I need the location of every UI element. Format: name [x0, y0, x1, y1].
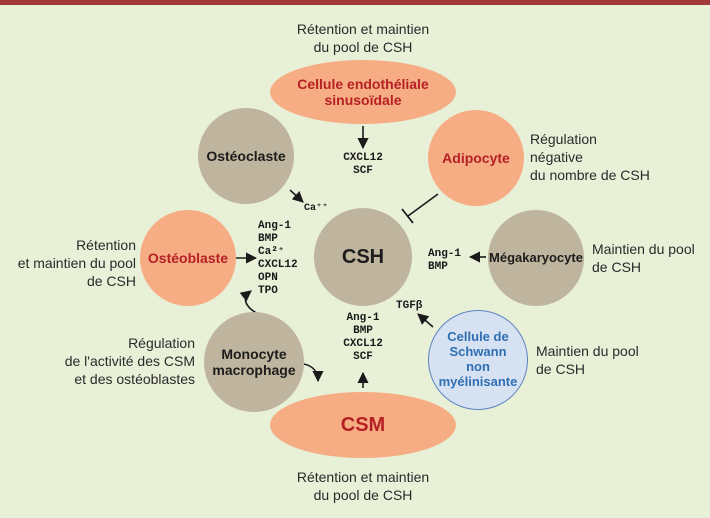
arrow-schwann — [417, 313, 434, 328]
node-csm: CSM — [270, 392, 456, 458]
label-monocyte: Régulation de l'activité des CSM et des … — [40, 334, 195, 388]
label-schwann-line2: de CSH — [536, 361, 586, 377]
arrow-monocyte-csm — [303, 363, 324, 383]
node-megakaryocyte-label: Mégakaryocyte — [489, 249, 583, 265]
node-csh: CSH — [314, 208, 412, 306]
label-osteoblast: Rétention et maintien du pool de CSH — [12, 236, 136, 290]
node-csm-label: CSM — [340, 413, 386, 436]
mol-ob-cxcl12: CXCL12 — [258, 259, 298, 271]
node-endothelial-label: Cellule endothéliale sinusoïdale — [297, 75, 429, 108]
node-megakaryocyte: Mégakaryocyte — [488, 210, 584, 306]
mol-osteoclast-ca: Ca⁺⁺ — [304, 203, 329, 214]
label-adipocyte: Régulation négative du nombre de CSH — [530, 130, 680, 184]
label-bottom-line2: du pool de CSH — [313, 487, 413, 503]
molecules-csm: Ang-1 BMP CXCL12 SCF — [338, 312, 388, 364]
label-bottom-line1: Rétention et maintien — [296, 469, 430, 485]
node-csh-label: CSH — [341, 245, 385, 268]
mol-ob-tpo: TPO — [258, 285, 278, 297]
node-adipocyte-label: Adipocyte — [442, 149, 510, 166]
molecules-megakaryocyte: Ang-1 BMP — [428, 248, 470, 274]
node-adipocyte: Adipocyte — [428, 110, 524, 206]
mol-csm-ang1: Ang-1 — [346, 312, 380, 324]
label-monocyte-line2: de l'activité des CSM — [64, 353, 195, 369]
mol-mk-ang1: Ang-1 — [428, 248, 462, 260]
label-bottom: Rétention et maintien du pool de CSH — [280, 468, 446, 504]
label-osteoblast-line3: de CSH — [86, 273, 136, 289]
label-schwann: Maintien du pool de CSH — [536, 342, 676, 378]
label-mega-line1: Maintien du pool — [592, 241, 695, 257]
top-bar — [0, 0, 710, 5]
node-osteoblast-label: Ostéoblaste — [147, 249, 229, 266]
node-endothelial: Cellule endothéliale sinusoïdale — [270, 60, 456, 124]
node-osteoclast-label: Ostéoclaste — [206, 147, 286, 164]
label-osteoblast-line2: et maintien du pool — [17, 255, 136, 271]
label-top-line1: Rétention et maintien — [296, 21, 430, 37]
label-mega-line2: de CSH — [592, 259, 642, 275]
node-osteoblast: Ostéoblaste — [140, 210, 236, 306]
mol-csm-bmp: BMP — [353, 325, 373, 337]
label-adipocyte-line3: du nombre de CSH — [530, 167, 650, 183]
label-megakaryocyte: Maintien du pool de CSH — [592, 240, 708, 276]
molecules-osteoblast: Ang-1 BMP Ca²⁺ CXCL12 OPN TPO — [258, 220, 308, 298]
label-monocyte-line3: et des ostéoblastes — [74, 371, 195, 387]
label-osteoblast-line1: Rétention — [76, 237, 136, 253]
mol-mk-bmp: BMP — [428, 261, 448, 273]
mol-csm-scf: SCF — [353, 351, 373, 363]
arrow-monocyte-osteoblast — [239, 290, 259, 315]
inhibit-bar — [401, 208, 414, 224]
label-schwann-line1: Maintien du pool — [536, 343, 639, 359]
mol-ob-ca: Ca²⁺ — [258, 246, 285, 258]
mol-ob-ang1: Ang-1 — [258, 220, 292, 232]
label-top: Rétention et maintien du pool de CSH — [280, 20, 446, 56]
mol-ob-opn: OPN — [258, 272, 278, 284]
inhibit-adipocyte — [407, 193, 439, 217]
mol-csm-cxcl12: CXCL12 — [343, 338, 383, 350]
label-top-line2: du pool de CSH — [313, 39, 413, 55]
label-adipocyte-line1: Régulation — [530, 131, 597, 147]
node-monocyte: Monocyte macrophage — [204, 312, 304, 412]
label-monocyte-line1: Régulation — [128, 335, 195, 351]
mol-endo-scf: SCF — [353, 165, 373, 177]
node-osteoclast: Ostéoclaste — [198, 108, 294, 204]
mol-ob-bmp: BMP — [258, 233, 278, 245]
node-monocyte-label: Monocyte macrophage — [212, 345, 296, 378]
node-schwann: Cellule de Schwann non myélinisante — [428, 310, 528, 410]
mol-schwann-tgfb: TGFβ — [396, 300, 423, 312]
node-schwann-label: Cellule de Schwann non myélinisante — [438, 329, 518, 389]
label-adipocyte-line2: négative — [530, 149, 583, 165]
molecules-endothelial: CXCL12 SCF — [338, 152, 388, 178]
arrow-osteoclast — [289, 189, 304, 203]
mol-endo-cxcl12: CXCL12 — [343, 152, 383, 164]
